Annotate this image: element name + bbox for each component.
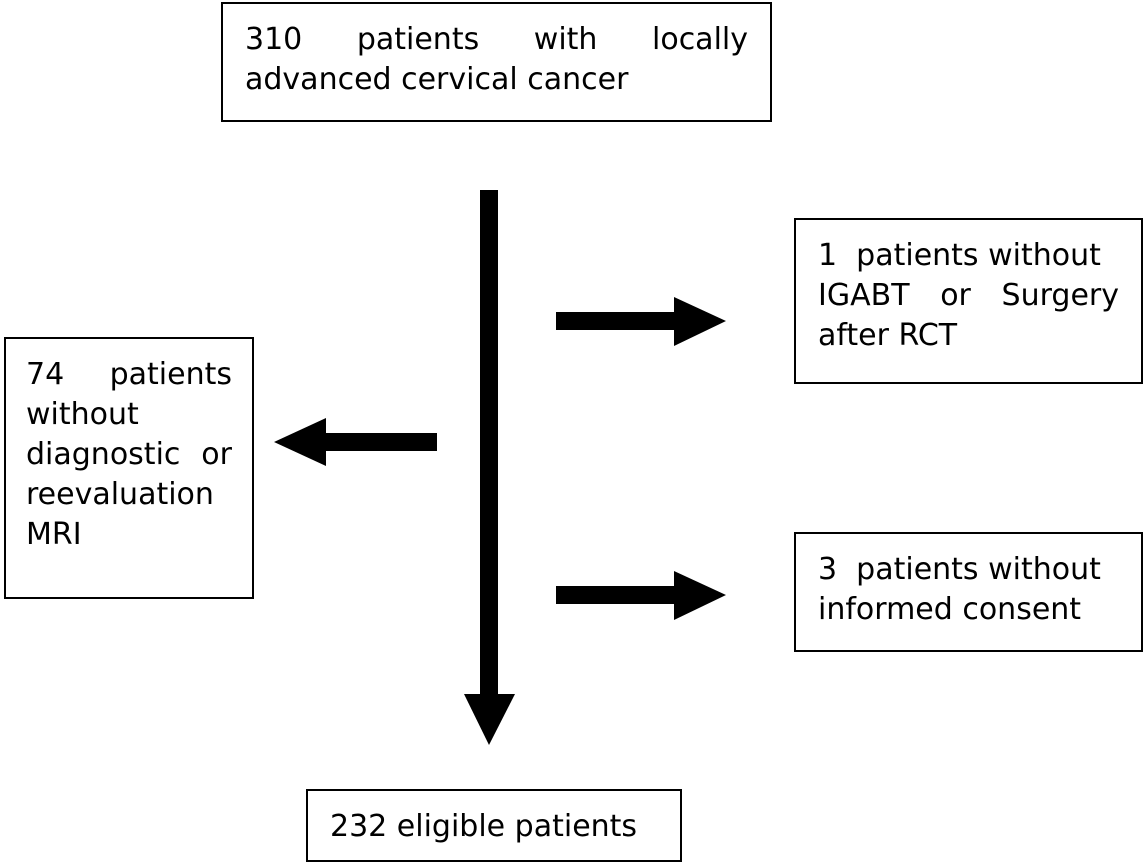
text-word: with [533, 22, 598, 57]
text-word: or [201, 437, 232, 472]
right-exclusion-arrow-2 [556, 571, 726, 620]
box-excluded-no-mri-line-5: MRI [26, 517, 82, 552]
box-eligible-patients-text: 232 eligible patients [330, 809, 638, 844]
box-excluded-no-mri: 74 patients without diagnostic or reeval… [4, 337, 254, 599]
text-count: 1 [818, 238, 838, 273]
box-excluded-no-mri-line-3: diagnostic or [26, 435, 232, 475]
text-word: locally [652, 22, 748, 57]
text-word: patients without [856, 552, 1101, 587]
box-excluded-no-igabt: 1 patients without IGABT or Surgery afte… [794, 218, 1143, 384]
text-word: patients [109, 357, 232, 392]
text-word: diagnostic [26, 437, 181, 472]
box-excluded-no-mri-line-1: 74 patients [26, 355, 232, 395]
text-count: 3 [818, 552, 838, 587]
text-word: IGABT [818, 278, 910, 313]
box-excluded-no-mri-line-4: reevaluation [26, 477, 214, 512]
box-excluded-no-consent-line-1: 3 patients without [818, 550, 1119, 590]
right-exclusion-arrow-1 [556, 297, 726, 346]
left-exclusion-arrow [274, 418, 437, 466]
box-excluded-no-consent: 3 patients without informed consent [794, 532, 1143, 652]
box-initial-cohort: 310 patients with locally advanced cervi… [221, 2, 772, 122]
text-word: or [940, 278, 971, 313]
text-word: patients [356, 22, 480, 57]
box-excluded-no-consent-line-2: informed consent [818, 592, 1082, 627]
text-count: 310 [245, 22, 303, 57]
box-initial-cohort-line-1: 310 patients with locally [245, 20, 748, 60]
box-excluded-no-igabt-line-2: IGABT or Surgery [818, 276, 1119, 316]
box-initial-cohort-line-2: advanced cervical cancer [245, 62, 629, 97]
main-down-arrow [464, 190, 515, 745]
text-count: 74 [26, 357, 65, 392]
box-excluded-no-mri-line-2: without [26, 397, 139, 432]
text-word: Surgery [1001, 278, 1119, 313]
box-excluded-no-igabt-line-3: after RCT [818, 318, 958, 353]
box-eligible-patients: 232 eligible patients [306, 789, 682, 862]
text-word: patients without [856, 238, 1101, 273]
box-excluded-no-igabt-line-1: 1 patients without [818, 236, 1119, 276]
